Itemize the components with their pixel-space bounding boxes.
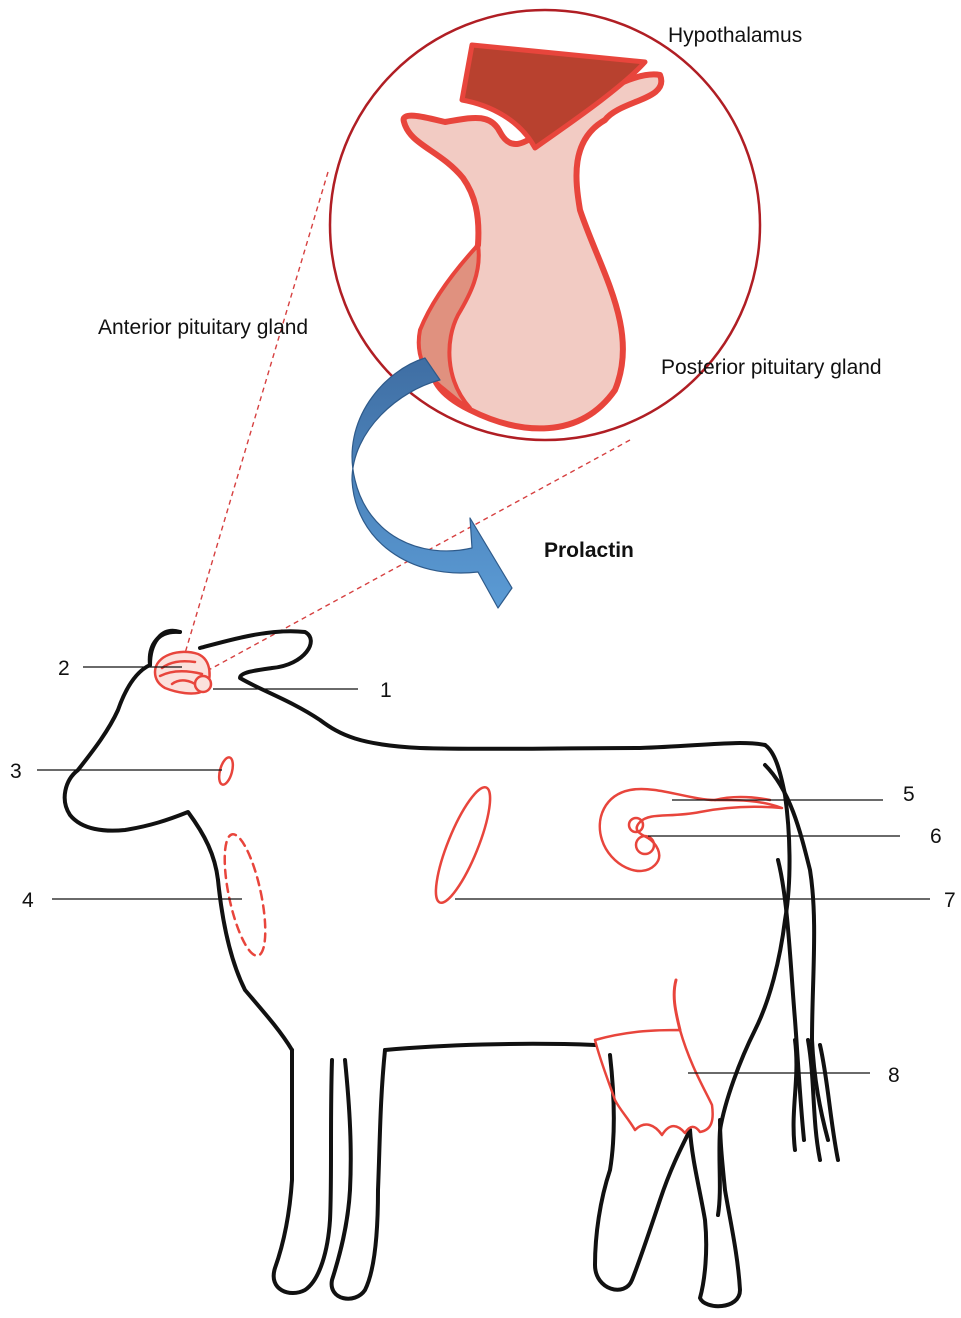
hypothalamus-label: Hypothalamus	[668, 24, 802, 47]
cow-tail-inner	[778, 860, 804, 1140]
cow-organs	[155, 652, 782, 1135]
thyroid-organ	[217, 756, 236, 786]
cow-hind-leg-left	[595, 1055, 690, 1290]
marker-3: 3	[10, 760, 22, 783]
organ-7	[426, 782, 500, 908]
marker-5: 5	[903, 783, 915, 806]
anterior-pituitary-label: Anterior pituitary gland	[98, 316, 308, 339]
thymus-organ	[216, 831, 273, 959]
magnifier-view: Hypothalamus Anterior pituitary gland Po…	[98, 10, 882, 672]
marker-1: 1	[380, 679, 392, 702]
cow-front-leg-right	[332, 1050, 385, 1299]
cow-ear-right	[200, 631, 765, 749]
cow-back	[718, 745, 790, 1215]
cow-outline	[65, 631, 838, 1306]
marker-4: 4	[22, 889, 34, 912]
pituitary-organ	[195, 676, 211, 692]
marker-2: 2	[58, 657, 70, 680]
marker-6: 6	[930, 825, 942, 848]
cow-chest	[218, 880, 292, 1050]
marker-7: 7	[944, 889, 956, 912]
prolactin-label: Prolactin	[544, 539, 634, 562]
marker-8: 8	[888, 1064, 900, 1087]
posterior-pituitary-label: Posterior pituitary gland	[661, 356, 882, 379]
ovary-organ-2	[636, 836, 654, 854]
magnifier-connector-left	[183, 172, 328, 660]
uterus-organ	[600, 789, 782, 871]
cow-belly	[385, 1044, 595, 1050]
udder-edge	[674, 980, 680, 1030]
cow-hind-leg-right	[690, 1120, 740, 1306]
pituitary-illustration	[404, 45, 662, 428]
cow-front-leg-left	[274, 1050, 332, 1293]
